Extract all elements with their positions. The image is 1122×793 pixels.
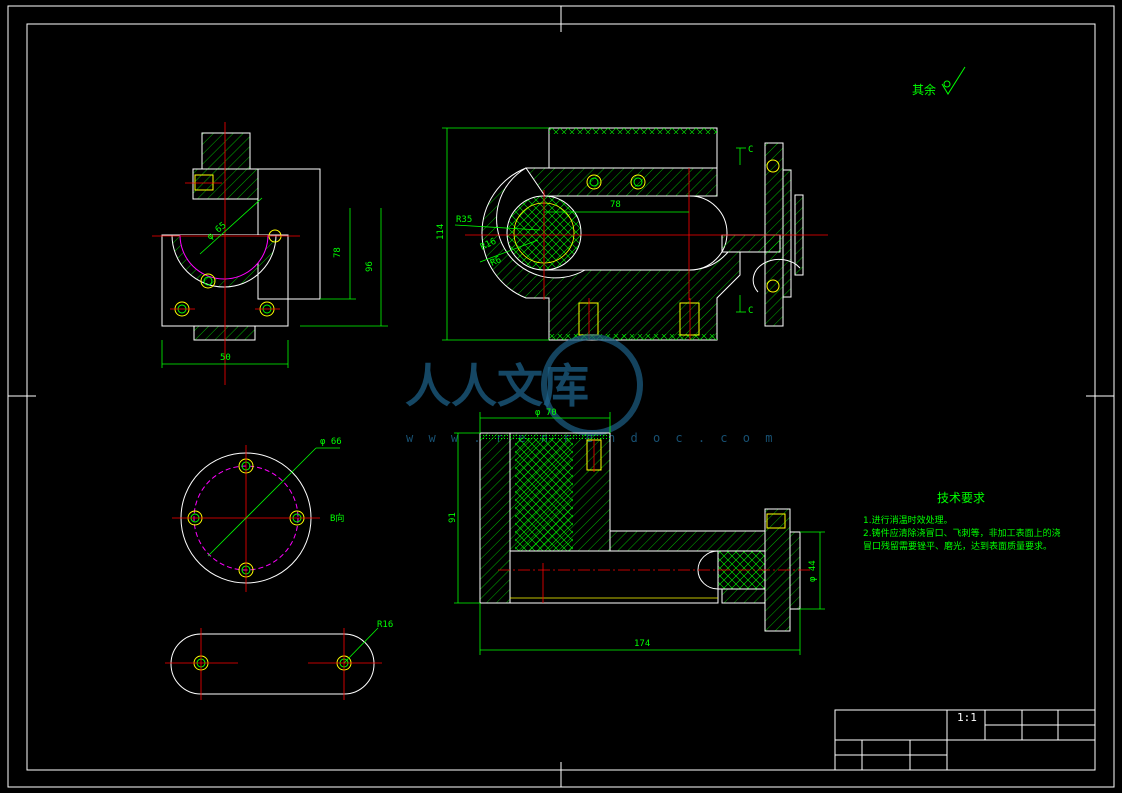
dim-bottom-phi-top: φ 70 [535, 408, 557, 418]
dim-main-len: 78 [610, 200, 621, 210]
dim-slot-r: R16 [377, 620, 393, 630]
tech-req-title: 技术要求 [937, 491, 985, 505]
surface-finish-mark: 其余 [912, 66, 966, 97]
view-bottom-section: φ 70 91 174 φ 44 [448, 408, 825, 655]
dim-bottom-phi-right: φ 44 [808, 560, 818, 582]
view-main: 114 R35 78 R16 R6 C C [436, 127, 828, 341]
dim-left-width: 50 [220, 353, 231, 363]
dim-main-r: R35 [456, 215, 472, 225]
technical-requirements: 技术要求 1.进行消温时效处理。 2.铸件应清除浇冒口、飞刺等，非加工表面上的浇… [863, 491, 1061, 552]
title-block [834, 709, 1096, 771]
dim-main-height: 114 [436, 224, 446, 240]
view-round: φ 66 B向 [172, 437, 344, 592]
tech-req-item: 冒口残留需要锉平、磨光，达到表面质量要求。 [863, 540, 1052, 552]
title-block-scale: 1:1 [957, 711, 977, 724]
dim-circle-phi: φ 66 [320, 437, 342, 447]
dim-bottom-height: 91 [448, 512, 458, 523]
section-label-c-bottom: C [748, 306, 753, 316]
dim-left-h1: 78 [333, 247, 343, 258]
view-slot: R16 [165, 620, 393, 700]
view-label-b: B向 [330, 512, 344, 524]
surface-finish-label: 其余 [912, 82, 936, 97]
dim-bottom-len: 174 [634, 639, 650, 649]
dim-left-h2: 96 [365, 261, 375, 272]
section-label-c-top: C [748, 145, 753, 155]
tech-req-item: 2.铸件应清除浇冒口、飞刺等，非加工表面上的浇 [863, 527, 1061, 539]
drawing-frame [7, 5, 1115, 788]
tech-req-item: 1.进行消温时效处理。 [863, 514, 953, 526]
watermark-logo-text: 人人文库 [405, 359, 589, 413]
dim-main-r3: R6 [489, 255, 503, 269]
watermark: 人人文库 w w w . r e n r e n d o c . c o m [405, 334, 772, 445]
view-top-left: 50 78 96 φ 65 [152, 122, 388, 385]
